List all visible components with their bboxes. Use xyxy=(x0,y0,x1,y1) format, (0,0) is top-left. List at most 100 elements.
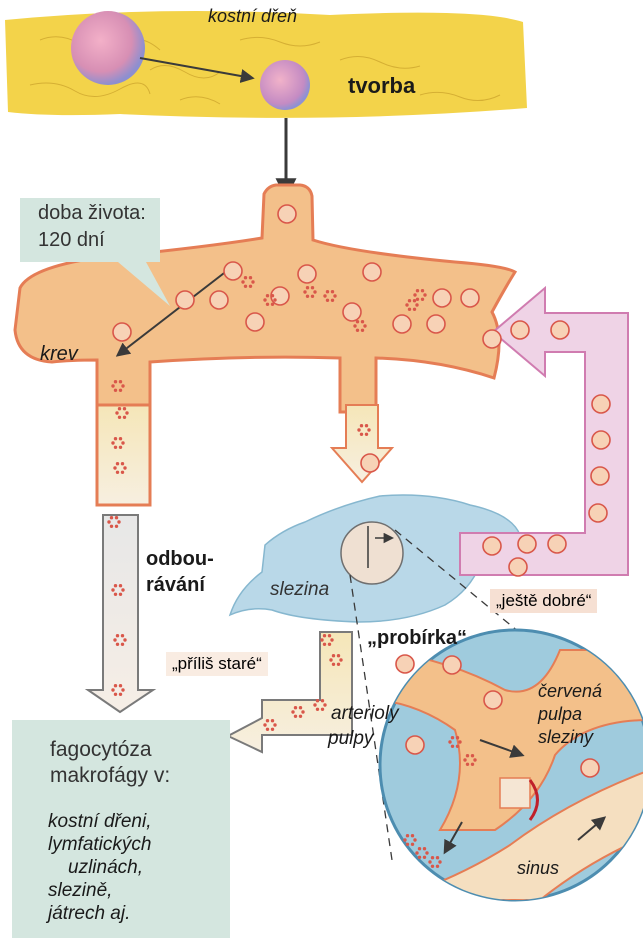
arterioles-line2: pulpy xyxy=(328,728,373,750)
cell-fragment xyxy=(337,663,340,666)
cell-fragment xyxy=(119,380,122,383)
cell-fragment xyxy=(458,740,461,743)
cell-fragment xyxy=(291,710,294,713)
cell-fragment xyxy=(436,856,439,859)
red-blood-cell xyxy=(509,558,527,576)
cell-fragment xyxy=(123,416,126,419)
cell-fragment xyxy=(113,466,116,469)
cell-fragment xyxy=(306,286,309,289)
red-pulp-line1: červená xyxy=(538,681,602,702)
still-good-label: „ještě dobré“ xyxy=(490,589,597,613)
cell-fragment xyxy=(311,286,314,289)
cell-fragment xyxy=(114,446,117,449)
cell-fragment xyxy=(121,643,124,646)
cell-fragment xyxy=(114,389,117,392)
cell-fragment xyxy=(329,658,332,661)
cell-fragment xyxy=(421,298,424,301)
cell-fragment xyxy=(421,289,424,292)
cell-fragment xyxy=(416,298,419,301)
cell-fragment xyxy=(111,588,114,591)
cell-fragment xyxy=(360,424,363,427)
cell-fragment xyxy=(356,329,359,332)
cell-fragment xyxy=(431,865,434,868)
sorting-label: „probírka“ xyxy=(367,627,467,650)
red-blood-cell xyxy=(592,395,610,413)
cell-fragment xyxy=(119,684,122,687)
cell-fragment xyxy=(357,428,360,431)
red-blood-cell xyxy=(511,321,529,339)
red-blood-cell xyxy=(176,291,194,309)
cell-fragment xyxy=(116,471,119,474)
cell-fragment xyxy=(418,856,421,859)
cell-fragment xyxy=(114,593,117,596)
cell-fragment xyxy=(411,834,414,837)
cell-fragment xyxy=(123,466,126,469)
cell-fragment xyxy=(121,462,124,465)
red-pulp-line2: pulpa xyxy=(538,704,582,725)
cell-fragment xyxy=(408,308,411,311)
cell-fragment xyxy=(328,643,331,646)
stem-cell-large xyxy=(71,11,145,85)
cell-fragment xyxy=(121,634,124,637)
cell-fragment xyxy=(331,290,334,293)
cell-fragment xyxy=(456,736,459,739)
cell-fragment xyxy=(356,320,359,323)
cell-fragment xyxy=(323,703,326,706)
cell-fragment xyxy=(365,424,368,427)
cell-fragment xyxy=(299,715,302,718)
red-blood-cell xyxy=(483,537,501,555)
cell-fragment xyxy=(125,411,128,414)
cell-fragment xyxy=(316,699,319,702)
cell-fragment xyxy=(403,838,406,841)
arterioles-line1: arterioly xyxy=(331,703,399,725)
cell-fragment xyxy=(110,516,113,519)
cell-fragment xyxy=(271,728,274,731)
cell-fragment xyxy=(306,295,309,298)
red-blood-cell xyxy=(278,205,296,223)
cell-fragment xyxy=(415,303,418,306)
cell-fragment xyxy=(365,433,368,436)
cell-fragment xyxy=(115,516,118,519)
cell-fragment xyxy=(360,433,363,436)
cell-fragment xyxy=(244,285,247,288)
phagocytosis-places: kostní dřeni, lymfatických uzlinách, sle… xyxy=(48,810,152,925)
cell-fragment xyxy=(321,699,324,702)
red-blood-cell xyxy=(363,263,381,281)
red-blood-cell xyxy=(298,265,316,283)
place-item: kostní dřeni, xyxy=(48,810,152,833)
cell-fragment xyxy=(367,428,370,431)
cell-fragment xyxy=(266,294,269,297)
cell-fragment xyxy=(411,843,414,846)
red-blood-cell xyxy=(484,691,502,709)
cell-fragment xyxy=(249,285,252,288)
cell-fragment xyxy=(471,754,474,757)
cell-fragment xyxy=(116,634,119,637)
cell-fragment xyxy=(123,407,126,410)
cell-fragment xyxy=(313,290,316,293)
cell-fragment xyxy=(332,654,335,657)
spleen-label: slezina xyxy=(270,579,329,601)
cell-fragment xyxy=(451,736,454,739)
marrow-label: kostní dřeň xyxy=(208,6,297,27)
phagocytosis-title-line2: makrofágy v: xyxy=(50,764,170,788)
cell-fragment xyxy=(431,856,434,859)
cell-fragment xyxy=(323,634,326,637)
red-blood-cell xyxy=(224,262,242,280)
cell-fragment xyxy=(114,437,117,440)
cell-fragment xyxy=(361,329,364,332)
cell-fragment xyxy=(323,643,326,646)
sinus-label: sinus xyxy=(517,858,559,879)
blood-label: krev xyxy=(40,343,78,366)
cell-fragment xyxy=(418,847,421,850)
red-blood-cell xyxy=(406,736,424,754)
cell-fragment xyxy=(436,865,439,868)
cell-fragment xyxy=(266,719,269,722)
cell-fragment xyxy=(241,280,244,283)
cell-fragment xyxy=(413,299,416,302)
cell-fragment xyxy=(123,638,126,641)
cell-fragment xyxy=(119,693,122,696)
cell-fragment xyxy=(463,758,466,761)
formation-label: tvorba xyxy=(348,73,415,99)
cell-fragment xyxy=(363,324,366,327)
cell-fragment xyxy=(266,303,269,306)
